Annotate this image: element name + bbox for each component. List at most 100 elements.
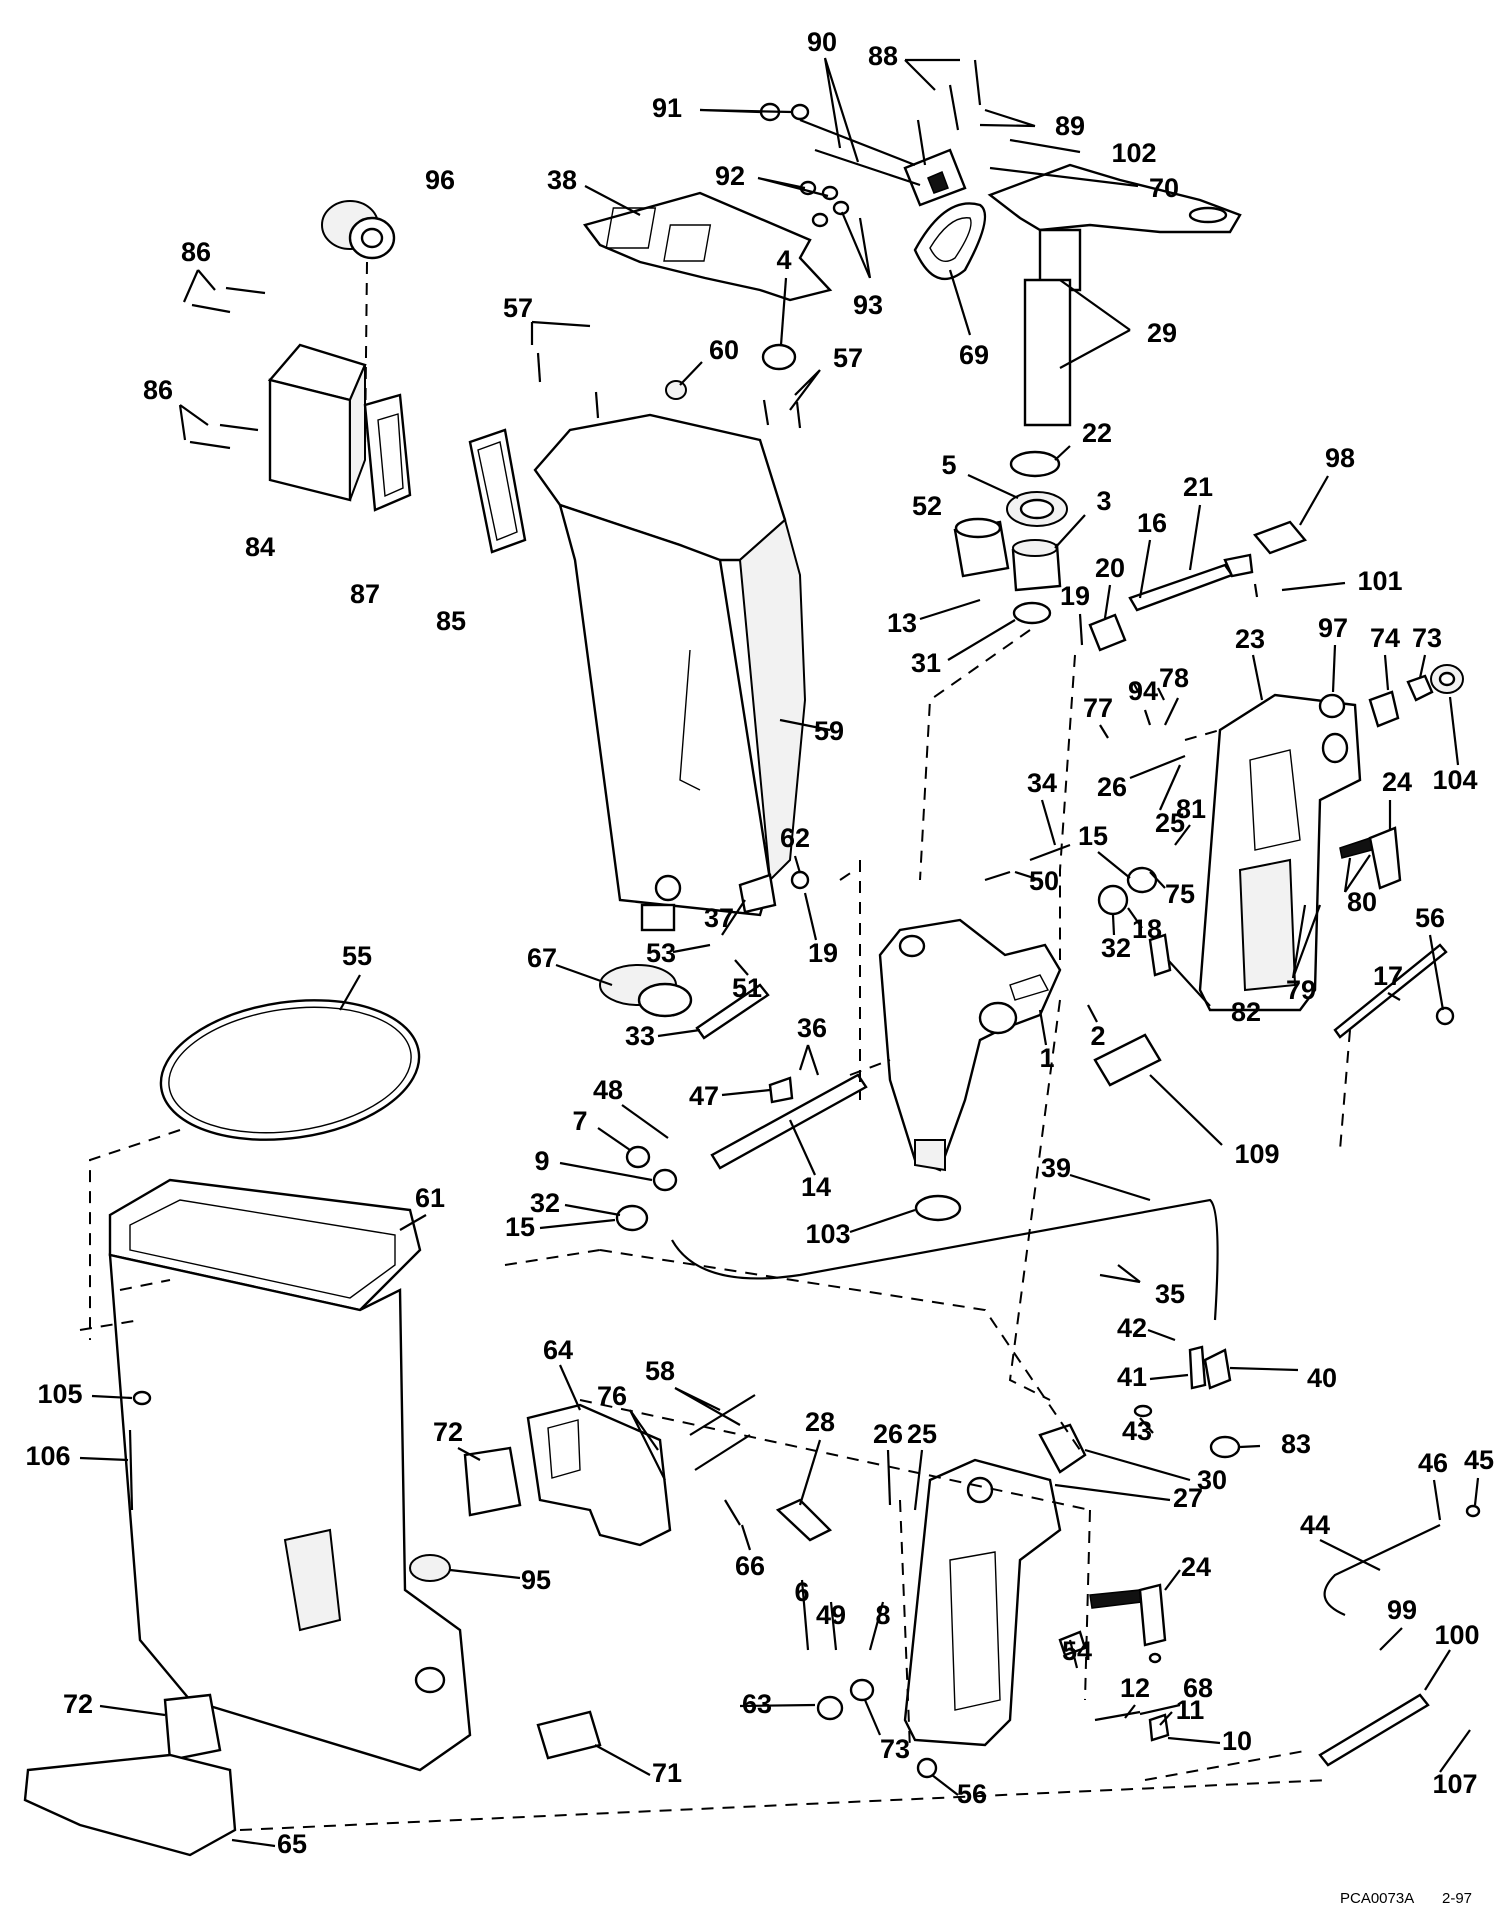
callout-77: 77 <box>1083 693 1113 723</box>
part-plate-12 <box>1058 1630 1087 1657</box>
part-strip-100 <box>1318 1693 1430 1767</box>
callout-97: 97 <box>1318 613 1348 643</box>
callout-41: 41 <box>1117 1362 1147 1392</box>
part-bushing-32a <box>1097 884 1129 916</box>
callout-56: 56 <box>957 1779 987 1809</box>
callout-22: 22 <box>1082 418 1112 448</box>
part-ring-31 <box>1012 601 1052 625</box>
callout-25: 25 <box>907 1419 937 1449</box>
part-plug-60 <box>665 380 687 400</box>
callout-13: 13 <box>887 608 917 638</box>
callout-37: 37 <box>704 903 734 933</box>
callout-94: 94 <box>1128 676 1158 706</box>
part-small-hardware <box>132 102 1481 1779</box>
callout-58: 58 <box>645 1356 675 1386</box>
figure-code: PCA0073A <box>1340 1890 1414 1907</box>
callout-99: 99 <box>1387 1595 1417 1625</box>
callout-71: 71 <box>652 1758 682 1788</box>
part-knob-97 <box>1318 693 1346 719</box>
callout-31: 31 <box>911 648 941 678</box>
part-block-71 <box>536 1710 602 1760</box>
callout-25: 25 <box>1155 808 1185 838</box>
callout-59: 59 <box>814 716 844 746</box>
callout-45: 45 <box>1464 1445 1494 1475</box>
callout-20: 20 <box>1095 553 1125 583</box>
callout-9: 9 <box>534 1146 549 1176</box>
callout-98: 98 <box>1325 443 1355 473</box>
callout-28: 28 <box>805 1407 835 1437</box>
callout-65: 65 <box>277 1829 307 1859</box>
callout-109: 109 <box>1234 1139 1279 1169</box>
callout-72: 72 <box>433 1417 463 1447</box>
callout-85: 85 <box>436 606 466 636</box>
callout-39: 39 <box>1041 1153 1071 1183</box>
callout-80: 80 <box>1347 887 1377 917</box>
part-stern-bracket-27 <box>903 1458 1062 1747</box>
callout-86: 86 <box>143 375 173 405</box>
callout-61: 61 <box>415 1183 445 1213</box>
callout-106: 106 <box>25 1441 70 1471</box>
callout-32: 32 <box>1101 933 1131 963</box>
callout-60: 60 <box>709 335 739 365</box>
callout-74: 74 <box>1370 623 1400 653</box>
part-clip-47 <box>768 1076 794 1104</box>
part-cover-84 <box>267 343 367 502</box>
part-rod-21 <box>1128 553 1254 612</box>
callout-34: 34 <box>1027 768 1057 798</box>
part-steering-arm-29 <box>987 163 1242 427</box>
callout-86: 86 <box>181 237 211 267</box>
part-bushing-103 <box>914 1194 962 1222</box>
callout-8: 8 <box>875 1600 890 1630</box>
callout-103: 103 <box>805 1219 850 1249</box>
part-mount-67 <box>599 964 693 1018</box>
part-lever-28 <box>775 1498 833 1542</box>
callout-76: 76 <box>597 1381 627 1411</box>
part-driveshaft-housing-61 <box>108 1178 472 1772</box>
callout-46: 46 <box>1418 1448 1448 1478</box>
callout-54: 54 <box>1062 1636 1092 1666</box>
callout-26: 26 <box>873 1419 903 1449</box>
callout-11: 11 <box>1176 1695 1205 1725</box>
callout-78: 78 <box>1159 663 1189 693</box>
callout-62: 62 <box>780 823 810 853</box>
part-bushing-52 <box>953 517 1010 578</box>
callout-12: 12 <box>1120 1673 1150 1703</box>
callout-49: 49 <box>816 1600 846 1630</box>
callout-16: 16 <box>1137 508 1167 538</box>
callout-43: 43 <box>1122 1416 1152 1446</box>
part-bolt-68 <box>1094 1710 1141 1722</box>
callout-5: 5 <box>941 450 956 480</box>
callout-53: 53 <box>646 938 676 968</box>
callout-95: 95 <box>521 1565 551 1595</box>
callout-18: 18 <box>1132 914 1162 944</box>
callout-19: 19 <box>808 938 838 968</box>
part-cover-109 <box>1093 1033 1162 1087</box>
part-sensor-40 <box>1203 1348 1232 1390</box>
callout-93: 93 <box>853 290 883 320</box>
part-tube-14 <box>710 1073 868 1170</box>
part-screw-34 <box>1029 843 1071 862</box>
part-bracket-70 <box>903 148 967 207</box>
part-bushing-3 <box>1011 539 1062 592</box>
callout-19: 19 <box>1060 581 1090 611</box>
callout-44: 44 <box>1300 1510 1330 1540</box>
callout-29: 29 <box>1147 318 1177 348</box>
part-screw-66 <box>724 1499 741 1526</box>
callout-63: 63 <box>742 1689 772 1719</box>
callout-88: 88 <box>868 41 898 71</box>
part-clip-98 <box>1252 520 1308 555</box>
callout-66: 66 <box>735 1551 765 1581</box>
part-pad-72b <box>163 1693 222 1762</box>
callout-52: 52 <box>912 491 942 521</box>
callout-81: 81 <box>1176 794 1206 824</box>
callout-70: 70 <box>1149 173 1179 203</box>
callout-2: 2 <box>1090 1021 1105 1051</box>
callout-91: 91 <box>652 93 682 123</box>
part-nut-104 <box>1430 664 1464 694</box>
part-ring-22 <box>1009 450 1061 478</box>
part-nut-73 <box>1406 674 1434 702</box>
figure-date: 2-97 <box>1442 1890 1472 1907</box>
callout-82: 82 <box>1231 997 1261 1027</box>
callout-17: 17 <box>1373 961 1403 991</box>
